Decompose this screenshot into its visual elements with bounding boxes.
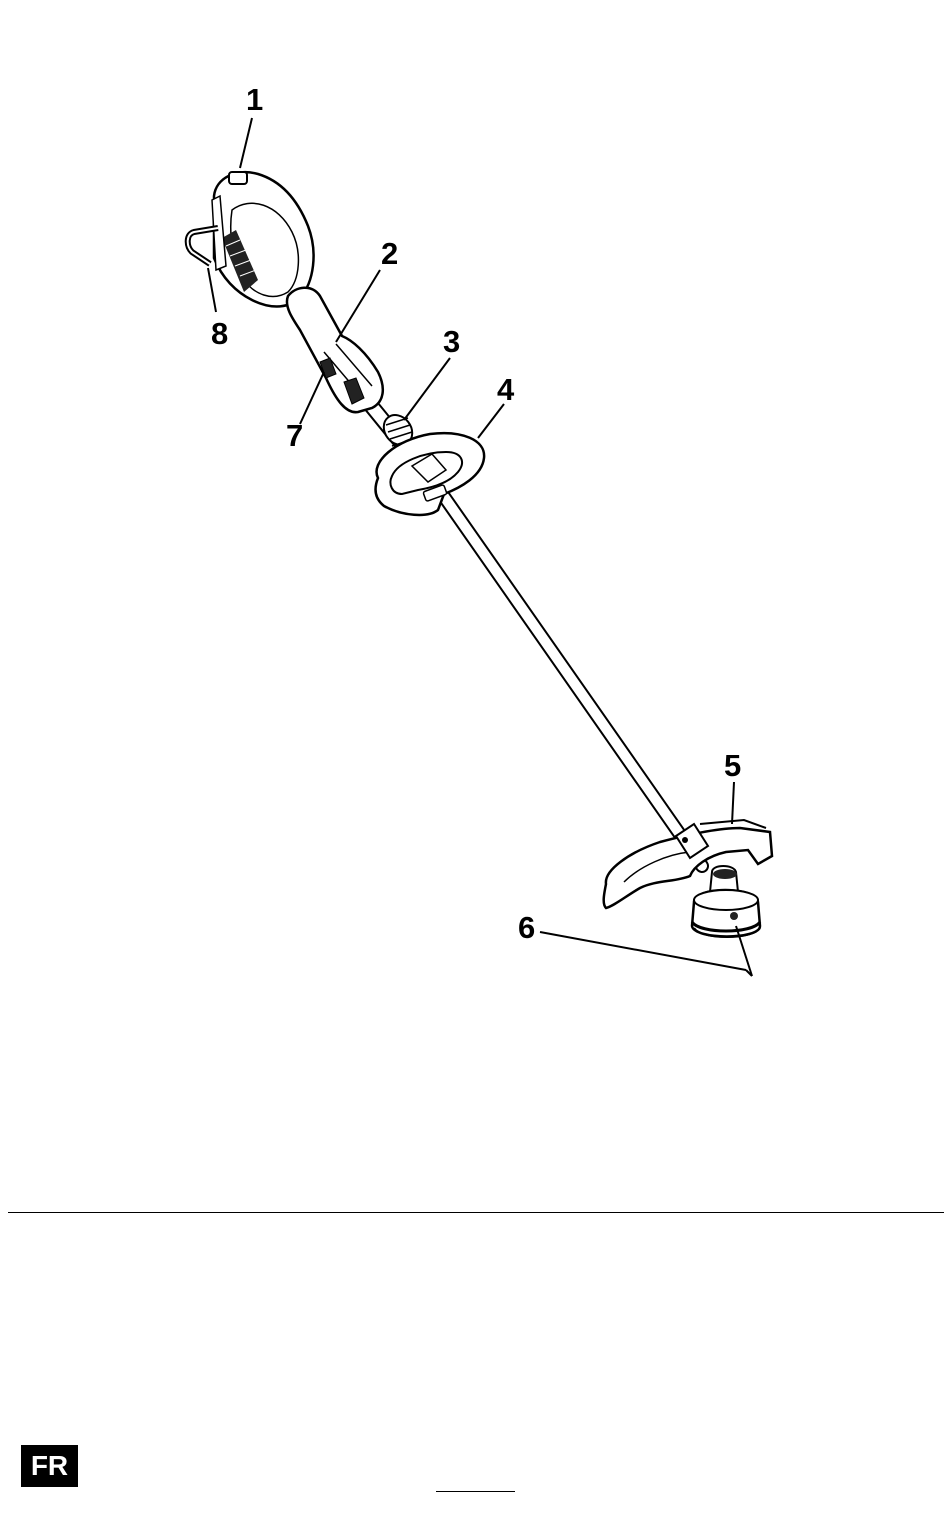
callout-5: 5 — [724, 748, 741, 783]
callout-4: 4 — [497, 372, 515, 407]
callout-6: 6 — [518, 910, 535, 945]
assist-handle — [376, 433, 485, 515]
callout-7: 7 — [286, 418, 303, 453]
shaft — [438, 488, 702, 866]
page-divider — [8, 1212, 944, 1213]
page-number-line — [436, 1491, 515, 1492]
language-badge: FR — [21, 1445, 78, 1487]
motor-housing — [212, 172, 314, 307]
main-handle — [287, 288, 383, 412]
callout-3: 3 — [443, 324, 460, 359]
trimmer-illustration: 1 2 3 4 5 6 7 8 — [0, 0, 950, 1100]
callout-8: 8 — [211, 316, 228, 351]
callout-2: 2 — [381, 236, 398, 271]
callout-1: 1 — [246, 82, 263, 117]
trimmer-head — [692, 866, 760, 937]
